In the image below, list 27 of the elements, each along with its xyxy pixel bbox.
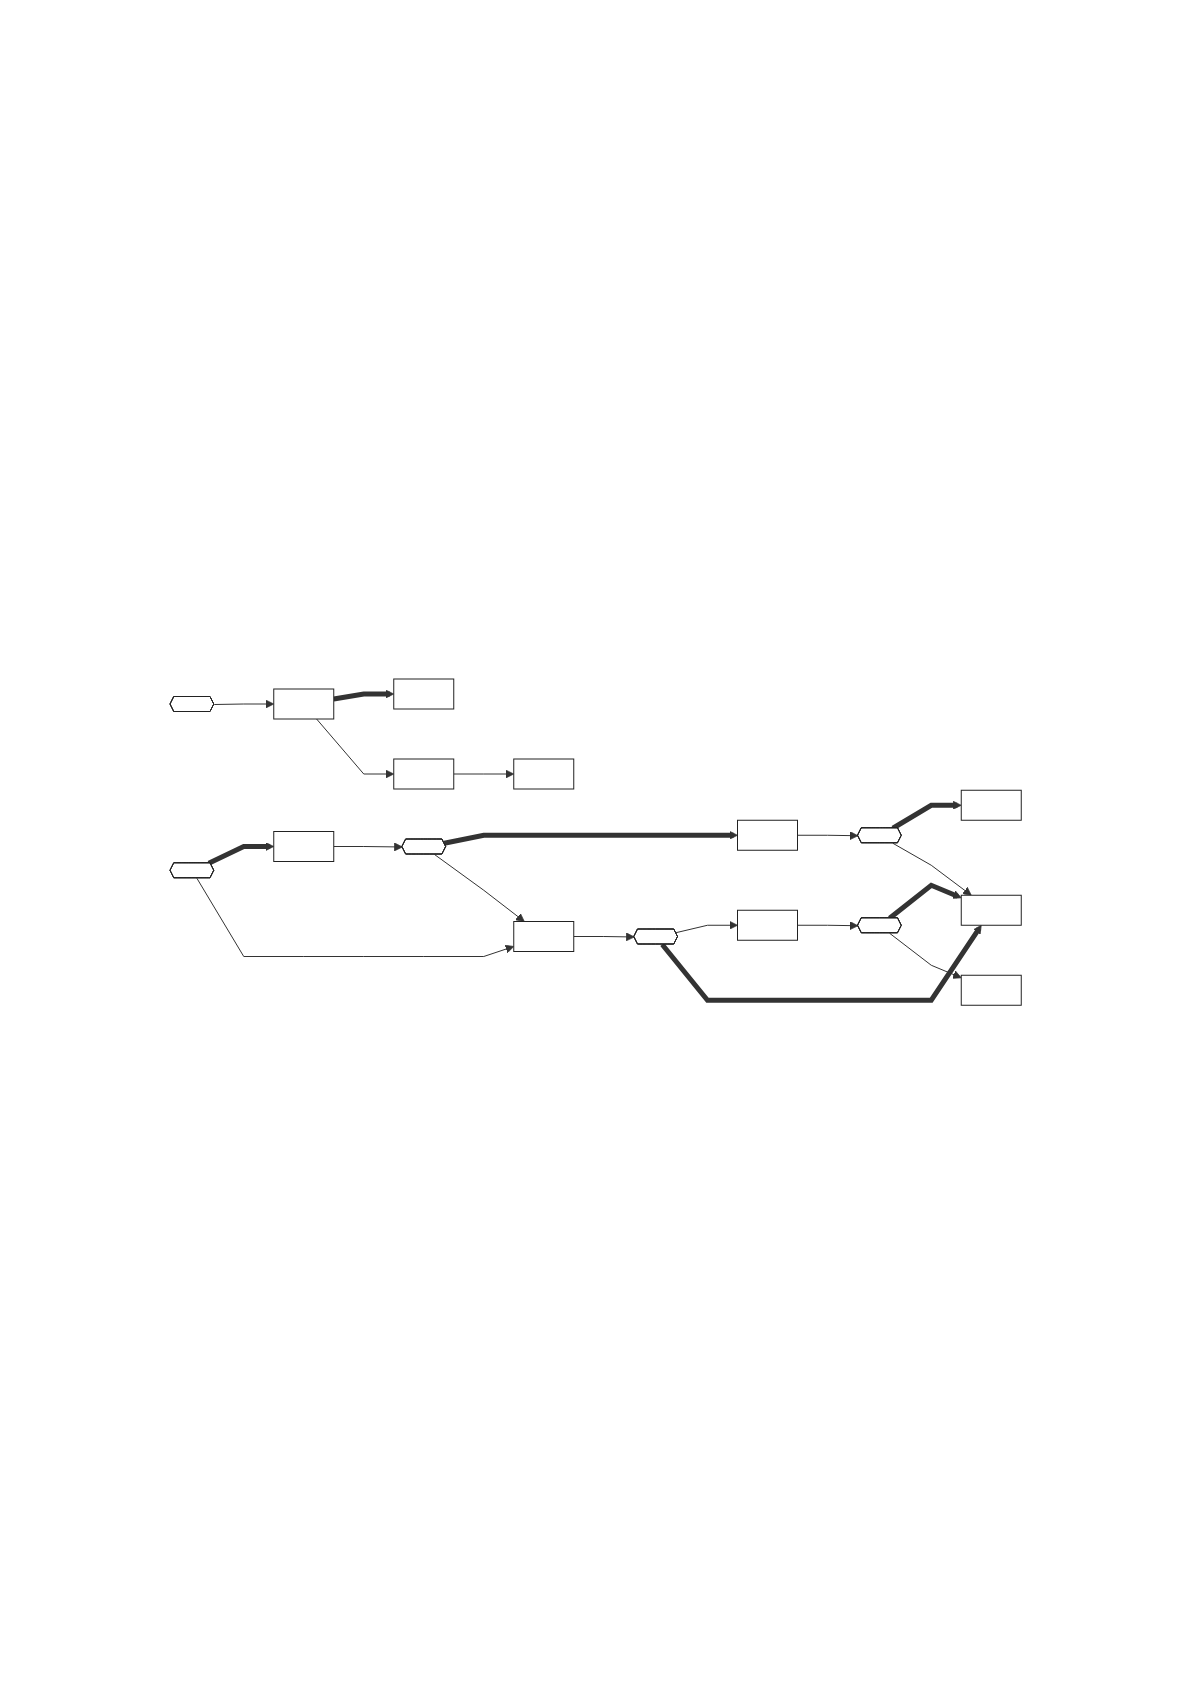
node-box bbox=[273, 688, 335, 720]
arrow bbox=[433, 853, 525, 922]
arrow bbox=[333, 842, 403, 852]
arrow bbox=[892, 842, 972, 896]
node-box bbox=[960, 789, 1022, 821]
arrow bbox=[453, 769, 515, 779]
arrow bbox=[443, 830, 738, 846]
arrow bbox=[333, 689, 395, 702]
arrow bbox=[660, 924, 982, 1003]
node-box bbox=[960, 974, 1022, 1006]
arrow bbox=[796, 921, 859, 930]
node-box bbox=[393, 758, 455, 790]
node-box bbox=[513, 758, 575, 790]
arrow bbox=[796, 831, 859, 840]
arrow bbox=[573, 932, 635, 942]
node-box bbox=[736, 909, 798, 941]
node-box bbox=[960, 894, 1022, 926]
arrow bbox=[196, 877, 514, 957]
arrow bbox=[675, 920, 738, 934]
arrow bbox=[207, 842, 274, 866]
node-box bbox=[513, 920, 575, 952]
arrow bbox=[889, 932, 962, 979]
arrow bbox=[891, 800, 962, 831]
arrow bbox=[316, 718, 395, 779]
node-box bbox=[393, 678, 455, 710]
node-box bbox=[273, 830, 335, 862]
node-box bbox=[736, 819, 798, 851]
